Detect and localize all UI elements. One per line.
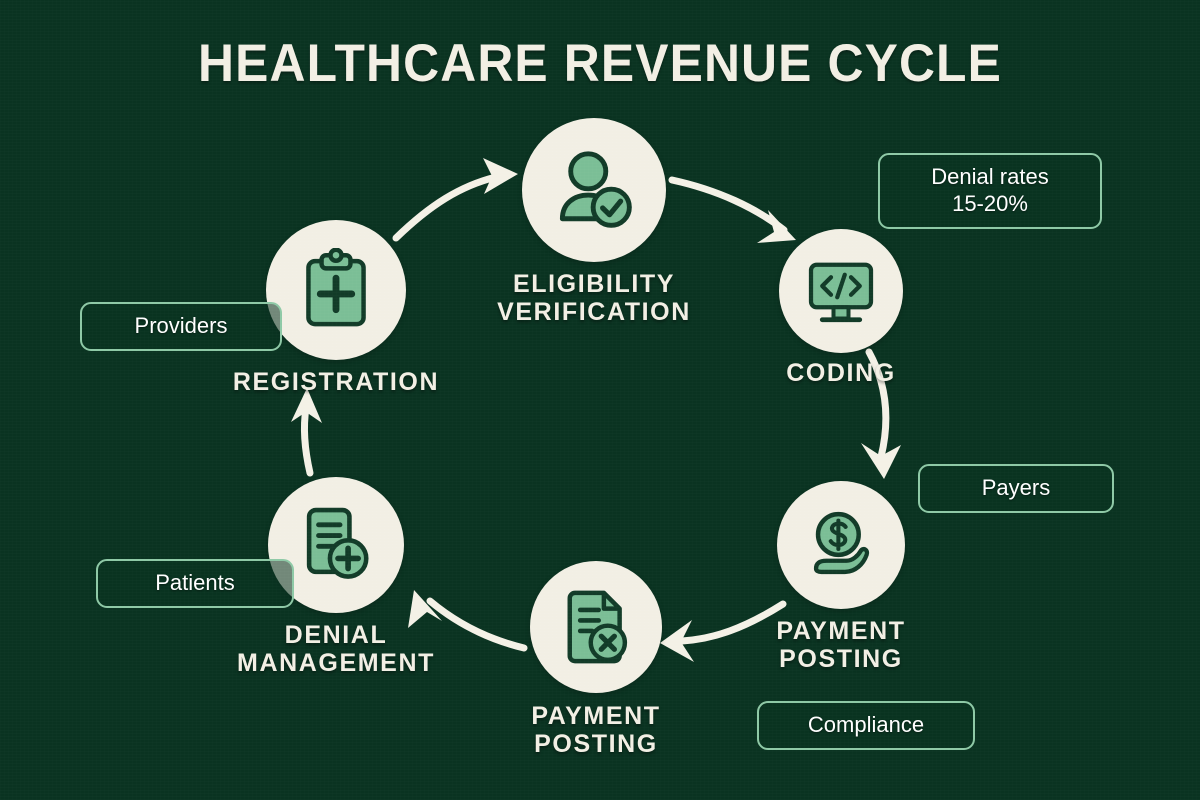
- node-eligibility-verification-label: ELIGIBILITY VERIFICATION: [497, 270, 691, 326]
- node-payment-posting-bottom-label: PAYMENT POSTING: [531, 702, 661, 758]
- document-x-icon: [567, 590, 628, 664]
- node-eligibility-verification-disc: [522, 118, 666, 262]
- arrow-registration-to-eligibility: [392, 158, 518, 242]
- clipboard-plus-icon: [306, 248, 366, 327]
- arrow-denial-management-to-registration: [291, 388, 322, 477]
- node-payment-posting-bottom-disc: [530, 561, 662, 693]
- arrow-payment-posting-to-bottom: [660, 600, 787, 662]
- node-registration-label: REGISTRATION: [232, 368, 440, 396]
- node-registration-disc: [266, 220, 406, 360]
- callout-providers[interactable]: Providers: [80, 302, 282, 351]
- document-plus-icon: [306, 507, 369, 579]
- page-title: HEALTHCARE REVENUE CYCLE: [198, 34, 1002, 93]
- monitor-code-icon: [808, 262, 874, 323]
- arrow-bottom-to-denial-management: [408, 590, 528, 652]
- callout-payers[interactable]: Payers: [918, 464, 1114, 513]
- node-coding-disc: [779, 229, 903, 353]
- hand-coin-icon: [813, 511, 870, 575]
- arrow-coding-to-payment-posting: [861, 348, 901, 479]
- callout-patients[interactable]: Patients: [96, 559, 294, 608]
- node-payment-posting-right-label: PAYMENT POSTING: [776, 617, 906, 673]
- node-coding-label: CODING: [786, 359, 896, 387]
- node-denial-management-label: DENIAL MANAGEMENT: [237, 621, 435, 677]
- callout-denial-rates[interactable]: Denial rates 15-20%: [878, 153, 1102, 229]
- node-payment-posting-right-disc: [777, 481, 905, 609]
- user-check-icon: [559, 151, 632, 228]
- arrow-eligibility-to-coding: [668, 176, 796, 243]
- callout-compliance[interactable]: Compliance: [757, 701, 975, 750]
